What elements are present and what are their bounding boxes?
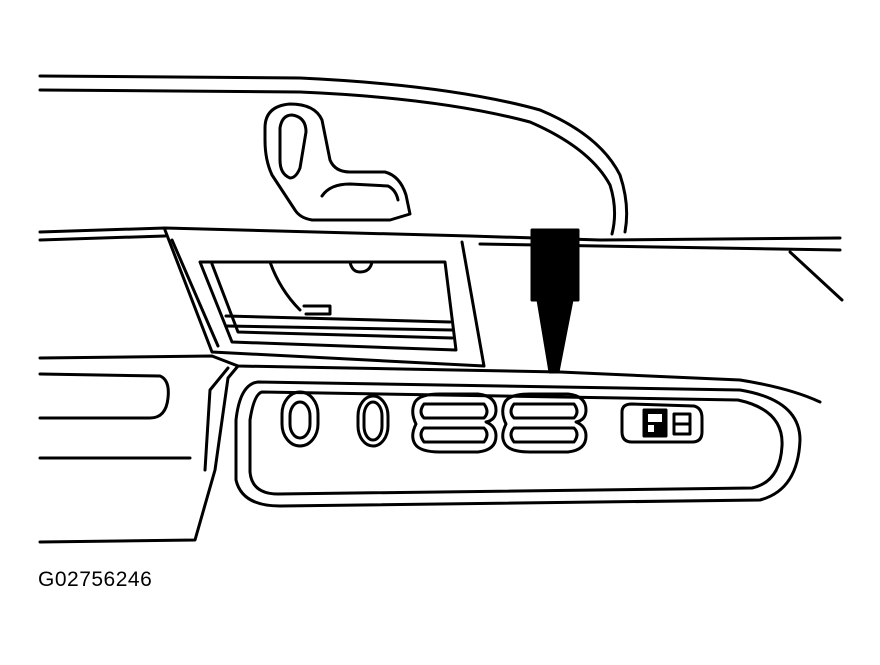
- window-switch-front: [411, 392, 498, 454]
- door-pull-cup: [163, 228, 486, 368]
- figure-code-label: G02756246: [38, 568, 153, 591]
- mirror-switch: [356, 394, 390, 448]
- armrest-body: [38, 354, 822, 544]
- switch-bezel: [234, 380, 802, 508]
- door-upper-trim: [38, 74, 844, 302]
- interior-door-handle: [263, 102, 412, 222]
- window-switch-rear: [501, 392, 588, 454]
- window-lockout-switch: [620, 402, 704, 444]
- pointer-arrow: [530, 228, 580, 374]
- lock-switch: [280, 390, 320, 448]
